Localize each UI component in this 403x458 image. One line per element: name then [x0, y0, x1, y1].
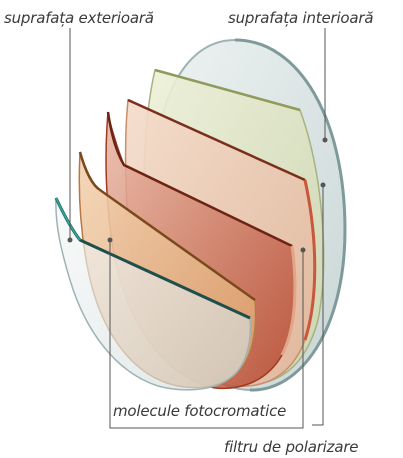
dot-photochromic-2 — [301, 248, 306, 253]
label-polarizing-filter: filtru de polarizare — [224, 438, 358, 456]
dot-photochromic-1 — [108, 238, 113, 243]
label-photochromic-molecules: molecule fotocromatice — [113, 402, 286, 420]
label-outer-surface: suprafața exterioară — [4, 9, 154, 27]
label-inner-surface: suprafața interioară — [228, 9, 373, 27]
dot-polarizing — [321, 183, 326, 188]
dot-inner-surface — [323, 138, 328, 143]
dot-outer-surface — [68, 238, 73, 243]
